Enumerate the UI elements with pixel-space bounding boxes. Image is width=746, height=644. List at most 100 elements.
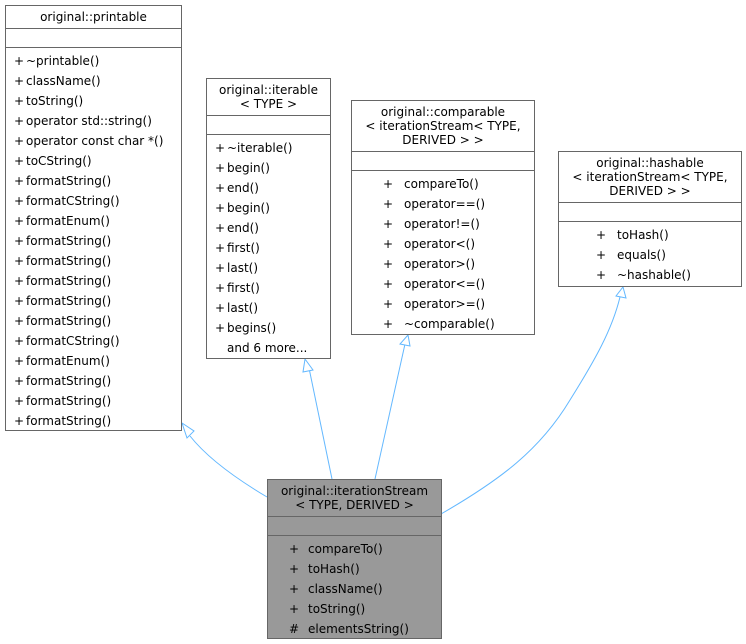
member-name: formatString() [26,394,112,408]
member-row[interactable]: +first() [207,238,330,258]
member-row[interactable]: +toString() [6,91,181,111]
member-row[interactable]: +end() [207,178,330,198]
member-name: compareTo() [404,177,479,191]
member-row[interactable]: +formatEnum() [6,211,181,231]
member-row[interactable]: +className() [268,579,441,599]
member-row[interactable]: +operator>() [352,254,534,274]
member-row[interactable]: +operator std::string() [6,111,181,131]
member-name: formatString() [26,374,112,388]
member-row[interactable]: +equals() [559,245,741,265]
member-name: last() [227,301,259,315]
member-row[interactable]: +formatCString() [6,331,181,351]
member-row[interactable]: +className() [6,71,181,91]
member-name: elementsString() [308,622,409,636]
inherit-arrow-comparable [399,333,411,347]
members-compartment: +toHash()+equals() + ~hashable() [559,222,741,285]
member-row[interactable]: +compareTo() [352,174,534,194]
member-row[interactable]: +operator<() [352,234,534,254]
member-name: operator const char *() [26,134,164,148]
members-compartment: +~iterable()+begin()+end()+begin()+end()… [207,135,330,358]
visibility-marker: + [13,214,25,228]
member-name: operator>() [404,257,476,271]
member-row[interactable]: +end() [207,218,330,238]
visibility-marker: + [595,268,607,282]
member-row[interactable]: +formatString() [6,411,181,431]
member-row[interactable]: +begin() [207,198,330,218]
class-title: original::comparable< iterationStream< T… [352,101,534,152]
edge-comparable [374,343,406,480]
class-printable[interactable]: original::printable+~printable()+classNa… [5,5,182,431]
visibility-marker: + [382,317,394,331]
member-row[interactable]: +toCString() [6,151,181,171]
class-iterable[interactable]: original::iterable< TYPE >+~iterable()+b… [206,78,331,359]
class-comparable[interactable]: original::comparable< iterationStream< T… [351,100,535,335]
member-name: first() [227,241,260,255]
member-row[interactable]: +formatString() [6,271,181,291]
member-row[interactable]: +compareTo() [268,539,441,559]
member-name: end() [227,221,259,235]
member-row[interactable]: +formatString() [6,371,181,391]
member-row[interactable]: +formatString() [6,291,181,311]
member-row[interactable]: +formatString() [6,231,181,251]
members-compartment: +compareTo()+toHash()+className()+toStri… [268,536,441,639]
class-title-line: original::iterationStream [280,484,429,498]
member-row[interactable]: +first() [207,278,330,298]
members-compartment: +compareTo()+operator==()+operator!=()+o… [352,171,534,334]
member-row[interactable]: +toString() [268,599,441,619]
member-name: operator>=() [404,297,486,311]
member-row[interactable]: #elementsString() [268,619,441,639]
member-row[interactable]: +operator==() [352,194,534,214]
member-name: last() [227,261,259,275]
visibility-marker: + [13,54,25,68]
member-row[interactable]: +operator const char *() [6,131,181,151]
member-name: formatString() [26,234,112,248]
member-name: ~hashable() [617,268,691,282]
visibility-marker: + [13,314,25,328]
attributes-compartment [207,116,330,135]
visibility-marker: + [382,297,394,311]
member-row[interactable]: +begin() [207,158,330,178]
member-row[interactable]: +toHash() [268,559,441,579]
member-row[interactable]: +formatString() [6,391,181,411]
member-name: end() [227,181,259,195]
member-name: begin() [227,201,270,215]
member-row[interactable]: +last() [207,258,330,278]
member-row[interactable]: +toHash() [559,225,741,245]
visibility-marker: + [382,217,394,231]
member-row[interactable]: + operator>=() [352,294,534,314]
member-name: formatString() [26,414,112,428]
member-row[interactable]: +formatString() [6,311,181,331]
member-row[interactable]: +formatString() [6,171,181,191]
class-title: original::iterationStream< TYPE, DERIVED… [268,480,441,517]
visibility-marker: + [13,114,25,128]
member-row[interactable]: + ~hashable() [559,265,741,285]
class-title-line: original::iterable [219,83,318,97]
member-row[interactable]: +formatEnum() [6,351,181,371]
visibility-marker: + [13,354,25,368]
class-hashable[interactable]: original::hashable< iterationStream< TYP… [558,151,742,287]
visibility-marker: + [288,542,300,556]
class-title-line: original::hashable [596,156,704,170]
member-row[interactable]: +begins() [207,318,330,338]
member-name: begins() [227,321,277,335]
member-name: toHash() [308,562,360,576]
member-row[interactable]: +operator<=() [352,274,534,294]
member-row[interactable]: +last() [207,298,330,318]
visibility-marker: + [214,141,226,155]
member-row[interactable]: and 6 more... [207,338,330,358]
member-row[interactable]: +formatString() [6,251,181,271]
class-iteration-stream[interactable]: original::iterationStream< TYPE, DERIVED… [267,479,442,639]
member-row[interactable]: +operator!=() [352,214,534,234]
member-row[interactable]: +formatCString() [6,191,181,211]
inherit-arrow-iterable [302,357,314,373]
member-row[interactable]: +~comparable() [352,314,534,334]
visibility-marker: + [13,194,25,208]
member-row[interactable]: +~printable() [6,51,181,71]
member-name: toHash() [617,228,669,242]
member-row[interactable]: +~iterable() [207,138,330,158]
visibility-marker: + [214,221,226,235]
member-name: begin() [227,161,270,175]
visibility-marker: + [214,281,226,295]
member-name: operator std::string() [26,114,152,128]
